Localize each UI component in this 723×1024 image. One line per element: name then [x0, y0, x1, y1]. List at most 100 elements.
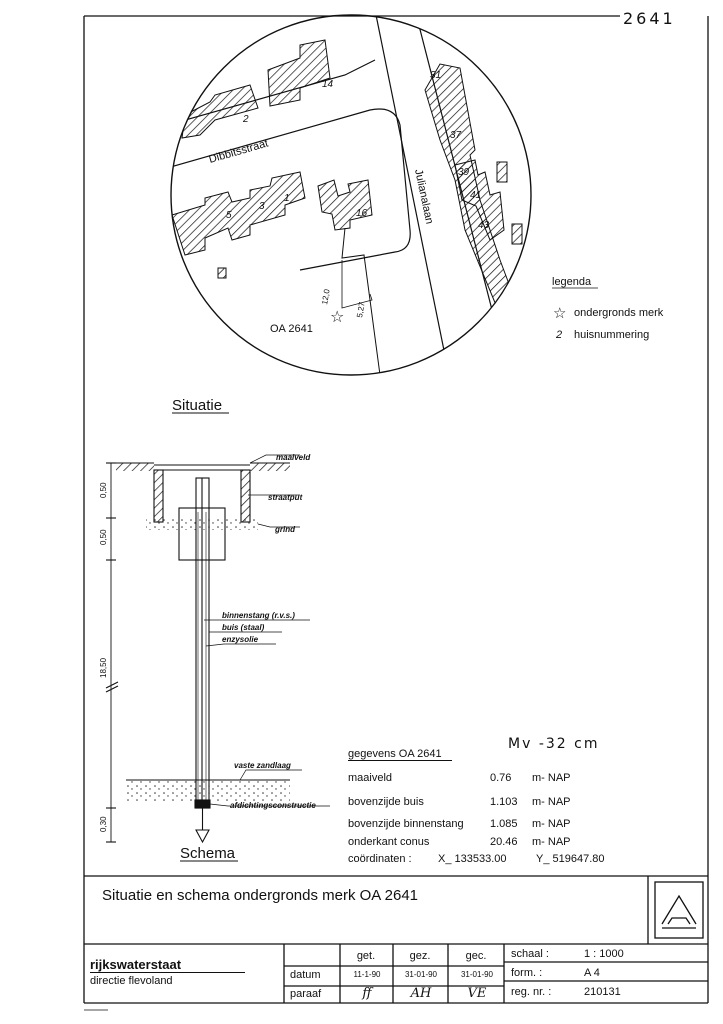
col-head-gez: gez. — [409, 950, 431, 962]
date-gez: 31-01-90 — [404, 970, 438, 979]
date-get: 11-1-90 — [353, 970, 381, 979]
legend-title: legenda — [552, 276, 592, 288]
gegevens-value: 0.76 — [490, 772, 512, 784]
gegevens-label: onderkant conus — [348, 836, 430, 848]
house-number: 31 — [430, 70, 441, 81]
org-name: rijkswaterstaat — [90, 957, 245, 973]
label-grind: grind — [274, 525, 296, 534]
marker-label: OA 2641 — [270, 323, 313, 335]
gegevens-value: 20.46 — [490, 836, 518, 848]
marker-star-icon: ☆ — [330, 307, 344, 326]
house-number: 2 — [242, 114, 249, 125]
gegevens-unit: m- NAP — [532, 772, 571, 784]
legend-item-label: ondergronds merk — [574, 307, 664, 319]
label-enzysolie: enzysolie — [222, 635, 259, 644]
seal — [194, 799, 211, 809]
legend: legenda ☆ ondergronds merk 2 huisnummeri… — [552, 276, 664, 341]
signature-get: ff — [362, 986, 372, 1001]
info-label-schaal: schaal : — [511, 948, 549, 960]
gegevens-unit: m- NAP — [532, 818, 571, 830]
sheet-frame — [83, 15, 709, 1004]
schema-section — [105, 454, 330, 844]
house-block — [317, 179, 373, 231]
dim-label: 0,30 — [99, 816, 108, 832]
rijkswaterstaat-logo-icon — [654, 881, 704, 939]
house-block — [267, 39, 331, 107]
situatie-title: Situatie — [172, 397, 222, 414]
info-value-regnr: 210131 — [584, 986, 621, 998]
gegevens-unit: m- NAP — [532, 796, 571, 808]
gegevens-label: bovenzijde binnenstang — [348, 818, 464, 830]
info-label-regnr: reg. nr. : — [511, 986, 552, 998]
gegevens-value: 1.085 — [490, 818, 518, 830]
org-division: directie flevoland — [90, 975, 173, 987]
house-number: 37 — [450, 130, 462, 141]
gegevens-label: bovenzijde buis — [348, 796, 424, 808]
row-label-datum: datum — [290, 969, 321, 981]
handwritten-note: Mv -32 cm — [508, 736, 600, 752]
house-block — [496, 161, 508, 183]
dim-label: 0,50 — [99, 529, 108, 545]
situation-map: Dibbitsstraat Julianalaan 14 2 5 3 1 16 … — [170, 14, 532, 376]
label-binnenstang: binnenstang (r.v.s.) — [222, 611, 295, 620]
signature-gez: AH — [410, 986, 432, 1001]
coord-x: X_ 133533.00 — [438, 853, 507, 865]
info-label-form: form. : — [511, 967, 543, 979]
dim-line — [341, 260, 373, 309]
legend-item-label: huisnummering — [574, 329, 649, 341]
drawing-title: Situatie en schema ondergronds merk OA 2… — [102, 887, 419, 904]
gegevens-value: 1.103 — [490, 796, 518, 808]
house-number: 3 — [259, 201, 265, 212]
house-number: 14 — [322, 79, 334, 90]
label-buis: buis (staal) — [222, 623, 265, 632]
label-maaiveld: maaiveld — [276, 453, 311, 462]
col-head-gec: gec. — [465, 950, 487, 962]
dim-label: 0,50 — [99, 482, 108, 498]
house-block — [511, 223, 523, 245]
house-number: 1 — [284, 193, 290, 204]
house-number: 5 — [226, 210, 232, 221]
title-block — [84, 875, 708, 1003]
dim-label: 18,50 — [99, 657, 108, 678]
row-label-paraaf: paraaf — [290, 988, 322, 1000]
house-block — [217, 267, 227, 279]
house-number: 39 — [458, 167, 470, 178]
gegevens-unit: m- NAP — [532, 836, 571, 848]
label-zandlaag: vaste zandlaag — [234, 761, 291, 770]
legend-number-symbol: 2 — [555, 329, 562, 341]
street-pit-wall — [153, 469, 164, 523]
marker-dim-b: 5,27 — [355, 301, 367, 318]
street-pit-wall — [240, 469, 251, 523]
coords-label: coördinaten : — [348, 853, 412, 865]
coord-y: Y_ 519647.80 — [536, 853, 605, 865]
house-block — [181, 84, 259, 139]
house-block — [171, 171, 306, 256]
label-straatput: straatput — [268, 493, 303, 502]
info-value-form: A 4 — [584, 967, 600, 979]
label-afdichting: afdichtingsconstructie — [230, 801, 316, 810]
street-edge — [374, 15, 451, 375]
col-head-get: get. — [356, 950, 376, 962]
cone — [195, 829, 210, 844]
marker-dim-a: 12,0 — [320, 288, 332, 305]
map-circle — [170, 14, 532, 376]
house-number: 41 — [470, 190, 481, 201]
house-number: 16 — [356, 208, 368, 219]
schema-title: Schema — [180, 845, 236, 862]
street-label-julianalaan: Julianalaan — [412, 168, 435, 225]
sand-layer — [126, 780, 290, 802]
gegevens-title: gegevens OA 2641 — [348, 748, 452, 761]
signature-gec: VE — [467, 986, 487, 1001]
gegevens-label: maaiveld — [348, 772, 393, 784]
street-edge — [171, 59, 376, 131]
parcel-line — [341, 227, 381, 375]
info-value-schaal: 1 : 1000 — [584, 948, 624, 960]
street-edge — [171, 108, 411, 271]
legend-star-icon: ☆ — [553, 304, 566, 322]
house-number: 43 — [478, 220, 490, 231]
sheet-number: 2641 — [623, 9, 676, 28]
date-gec: 31-01-90 — [460, 970, 494, 979]
house-block — [454, 159, 505, 241]
street-label-dibbitsstraat: Dibbitsstraat — [208, 137, 270, 165]
